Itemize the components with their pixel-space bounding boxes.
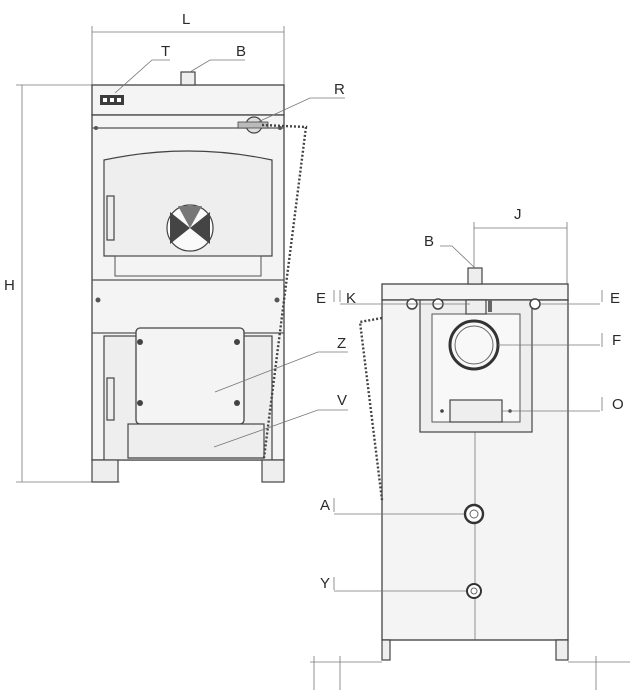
front-view: L H: [4, 11, 348, 483]
label-y: Y: [320, 575, 330, 592]
label-v: V: [337, 392, 347, 409]
label-j: J: [514, 206, 522, 223]
flue-pipe: [448, 319, 500, 371]
regulator-chain: [261, 123, 308, 459]
label-h: H: [4, 277, 15, 294]
dimension-j: J: [473, 206, 568, 284]
rear-foot-right: [555, 639, 569, 661]
rear-foot-left: [381, 639, 391, 661]
label-z: Z: [337, 335, 346, 352]
connection-e-right: [529, 298, 541, 310]
label-t: T: [161, 43, 170, 60]
upper-door: [103, 150, 273, 257]
connection-k: [465, 299, 487, 315]
label-r: R: [334, 81, 345, 98]
label-b-side: B: [424, 233, 434, 250]
label-e-right: E: [610, 290, 620, 307]
upper-door-hinge: [106, 195, 115, 241]
dimension-l: L: [91, 11, 285, 85]
label-b-front: B: [236, 43, 246, 60]
air-flap-icon: [166, 204, 214, 252]
front-foot-left: [91, 459, 119, 483]
lower-door-hinge: [106, 377, 115, 421]
connection-a: [463, 503, 485, 525]
label-l: L: [182, 11, 190, 28]
flue-outlet-front: [180, 71, 196, 86]
label-e-left: E: [316, 290, 326, 307]
label-a: A: [320, 497, 330, 514]
rear-top-cover: [381, 283, 569, 301]
damper: [449, 399, 503, 423]
connection-y: [466, 583, 482, 599]
flue-outlet-rear: [467, 267, 483, 285]
label-o: O: [612, 396, 624, 413]
ash-pan: [127, 423, 265, 459]
label-k: K: [346, 290, 356, 307]
label-f: F: [612, 332, 621, 349]
rear-view: J: [310, 206, 630, 690]
rear-chain: [358, 316, 384, 501]
ash-door-panel: [135, 327, 245, 425]
front-foot-right: [261, 459, 285, 483]
